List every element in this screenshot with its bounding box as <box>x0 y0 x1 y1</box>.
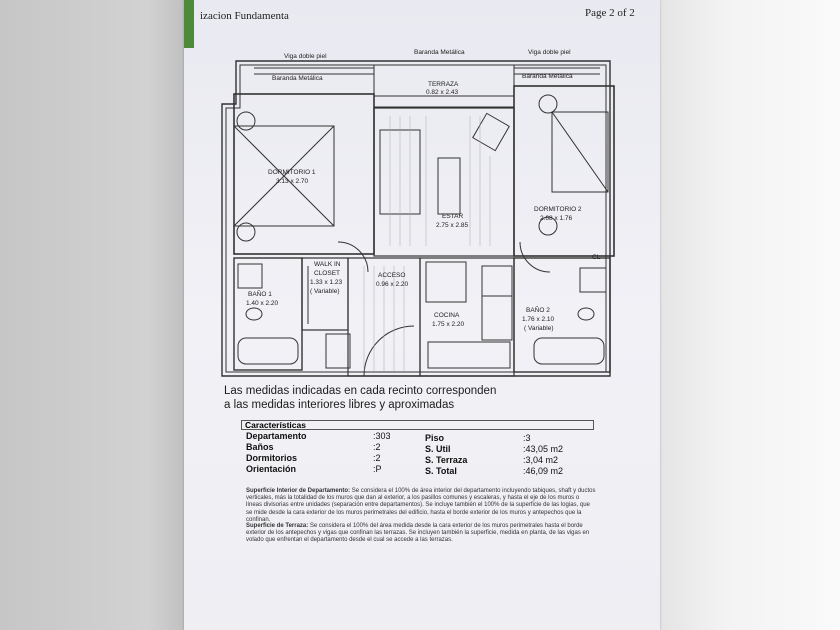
room-dim-dormitorio-1: 3.13 x 2.70 <box>276 178 309 185</box>
room-var-walk-in: ( Variable) <box>310 288 340 295</box>
spec-label: Departamento <box>246 431 307 441</box>
spec-value: :3 <box>523 433 531 443</box>
label-viga-right: Viga doble piel <box>528 49 571 56</box>
document-page <box>184 0 660 630</box>
room-name-bano-1: BAÑO 1 <box>248 289 272 298</box>
spec-value: :2 <box>373 453 381 463</box>
room-var-bano-2: ( Variable) <box>524 325 554 332</box>
spec-value: :2 <box>373 442 381 452</box>
spec-label: S. Util <box>425 444 451 454</box>
caption-line-1: Las medidas indicadas en cada recinto co… <box>224 385 497 397</box>
room-dim-bano-1: 1.40 x 2.20 <box>246 300 279 307</box>
room-dim-terraza: 0.82 x 2.43 <box>426 89 459 96</box>
spec-value: :303 <box>373 431 391 441</box>
background-left <box>0 0 186 630</box>
spec-label: S. Terraza <box>425 455 468 465</box>
label-baranda-left: Baranda Metálica <box>272 75 323 82</box>
spec-label: S. Total <box>425 466 457 476</box>
room-name-terraza: TERRAZA <box>428 81 459 88</box>
room-name-acceso: ACCESO <box>378 272 405 279</box>
page-number: Page 2 of 2 <box>585 7 635 19</box>
binder-strip <box>184 0 194 48</box>
note-text: Se considera el 100% del área medida des… <box>246 523 590 544</box>
room-dim-estar: 2.75 x 2.85 <box>436 222 469 229</box>
spec-label: Orientación <box>246 464 297 474</box>
spec-value: :3,04 m2 <box>523 455 559 465</box>
note-superficie-interior: Superficie Interior de Departamento: Se … <box>246 488 596 524</box>
note-text: Se considera el 100% de área interior de… <box>246 488 596 523</box>
room-name-bano-2: BAÑO 2 <box>526 305 550 314</box>
room-dim-walk-in: 1.33 x 1.23 <box>310 279 343 286</box>
spec-value: :P <box>373 464 382 474</box>
room-dim-dormitorio-2: 2.68 x 1.76 <box>540 215 573 222</box>
room-dim-acceso: 0.96 x 2.20 <box>376 281 409 288</box>
caption-line-2: a las medidas interiores libres y aproxi… <box>224 399 455 411</box>
room-dim-bano-2: 1.76 x 2.10 <box>522 316 555 323</box>
note-title: Superficie Interior de Departamento: <box>246 488 351 494</box>
specs-table: Características Departamento :303 Baños … <box>241 420 594 482</box>
spec-value: :46,09 m2 <box>523 466 564 476</box>
background-right <box>650 0 840 630</box>
room-name-walk-in-1: WALK IN <box>314 261 341 268</box>
specs-title: Características <box>241 420 594 430</box>
spec-label: Dormitorios <box>246 453 298 463</box>
document-header: izacion Fundamenta <box>200 10 289 22</box>
note-superficie-terraza: Superficie de Terraza: Se considera el 1… <box>246 523 596 545</box>
label-baranda-right: Baranda Metálica <box>522 73 573 80</box>
room-name-dormitorio-2: DORMITORIO 2 <box>534 206 582 213</box>
spec-label: Piso <box>425 433 445 443</box>
note-title: Superficie de Terraza: <box>246 523 309 529</box>
label-baranda-top: Baranda Metálica <box>414 49 465 56</box>
room-name-closet: CL <box>592 254 601 261</box>
room-name-estar: ESTAR <box>442 213 463 220</box>
spec-value: :43,05 m2 <box>523 444 564 454</box>
room-name-dormitorio-1: DORMITORIO 1 <box>268 169 316 176</box>
room-name-walk-in-2: CLOSET <box>314 270 340 277</box>
spec-label: Baños <box>246 442 274 452</box>
room-name-cocina: COCINA <box>434 312 460 319</box>
floor-plan: Viga doble piel Baranda Metálica Viga do… <box>221 49 615 377</box>
label-viga-left: Viga doble piel <box>284 53 327 60</box>
room-dim-cocina: 1.75 x 2.20 <box>432 321 465 328</box>
